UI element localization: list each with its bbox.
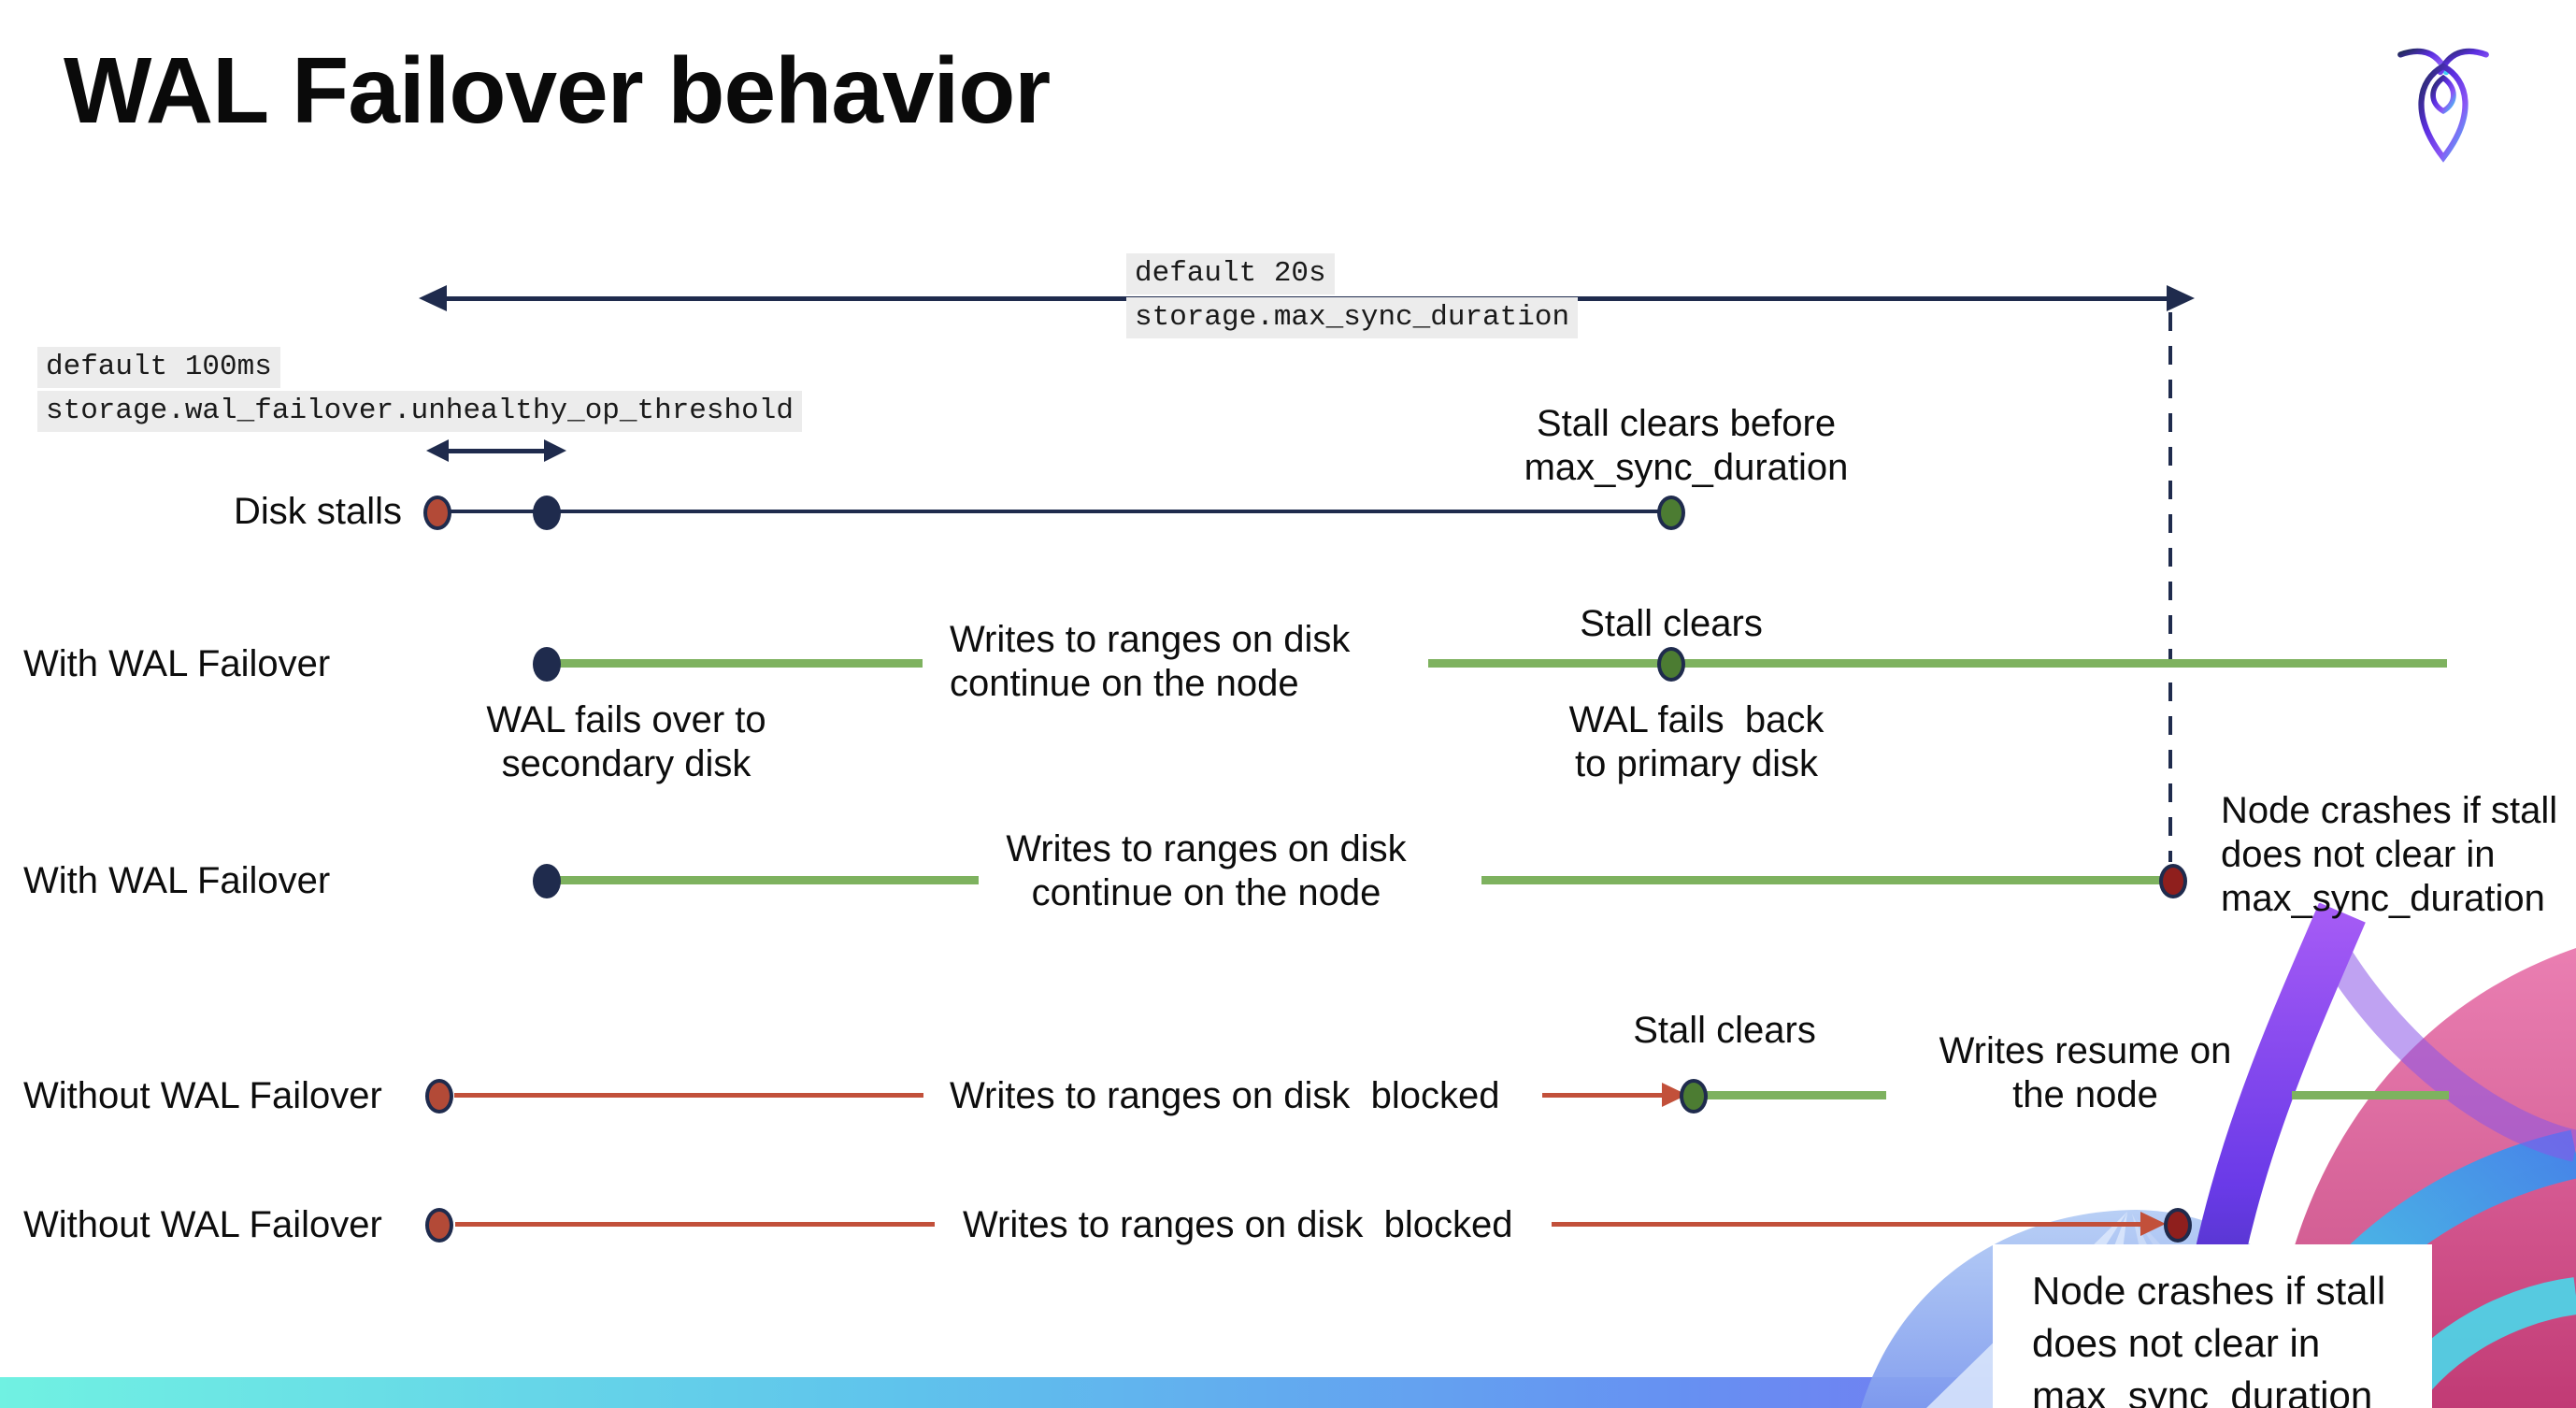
max-sync-duration-label: default 20s storage.max_sync_duration xyxy=(1126,253,1579,341)
writes-resume-note: Writes resume on the node xyxy=(1939,1030,2232,1115)
row-label: With WAL Failover xyxy=(23,860,331,901)
writes-blocked-line xyxy=(455,1222,935,1227)
setting-default-value: default 100ms xyxy=(37,347,280,388)
writes-resumed-line xyxy=(2292,1091,2449,1099)
arrowhead-left-icon xyxy=(419,285,447,311)
failover-threshold-dot xyxy=(533,496,561,530)
row-label: Without WAL Failover xyxy=(23,1204,382,1245)
setting-name: storage.wal_failover.unhealthy_op_thresh… xyxy=(37,391,802,432)
cockroachdb-logo-icon xyxy=(2397,48,2489,163)
writes-active-line xyxy=(558,659,923,668)
writes-active-line xyxy=(1481,876,2161,884)
stall-clear-arrow-line xyxy=(1542,1093,1664,1098)
writes-active-line xyxy=(1428,659,1662,668)
page-title: WAL Failover behavior xyxy=(64,38,1051,143)
row-label: Disk stalls xyxy=(233,491,402,532)
writes-resumed-line xyxy=(1707,1091,1886,1099)
stall-clear-dot xyxy=(1657,647,1685,682)
stall-start-dot xyxy=(425,1079,453,1113)
unhealthy-op-threshold-label: default 100ms storage.wal_failover.unhea… xyxy=(37,347,802,435)
stall-start-dot xyxy=(423,496,451,530)
stall-start-dot xyxy=(425,1208,453,1243)
max-sync-deadline-dashed-line xyxy=(2168,312,2172,862)
stall-clears-note: Stall clears xyxy=(1580,603,1763,644)
node-crash-note: Node crashes if stall does not clear in … xyxy=(2032,1269,2386,1408)
threshold-arrow-line xyxy=(447,449,544,453)
writes-continue-note: Writes to ranges on disk continue on the… xyxy=(1006,828,1407,913)
failover-dot xyxy=(533,864,561,898)
stall-clears-note: Stall clears xyxy=(1633,1010,1816,1051)
crash-dot xyxy=(2159,864,2187,898)
writes-active-line xyxy=(1682,659,2447,668)
setting-name: storage.max_sync_duration xyxy=(1126,297,1579,338)
row-label: With WAL Failover xyxy=(23,643,331,684)
writes-blocked-line xyxy=(454,1093,923,1098)
arrowhead-right-icon xyxy=(544,439,566,462)
crash-dot xyxy=(2164,1208,2192,1243)
stall-timeline-line xyxy=(437,510,1671,513)
writes-blocked-note: Writes to ranges on disk blocked xyxy=(950,1075,1500,1116)
arrowhead-left-icon xyxy=(426,439,449,462)
node-crash-note: Node crashes if stall does not clear in … xyxy=(2221,790,2558,919)
node-crash-card: Node crashes if stall does not clear in … xyxy=(1993,1244,2432,1408)
writes-blocked-note: Writes to ranges on disk blocked xyxy=(963,1204,1513,1245)
writes-continue-note: Writes to ranges on disk continue on the… xyxy=(950,619,1351,704)
failback-note: WAL fails back to primary disk xyxy=(1568,699,1825,784)
setting-default-value: default 20s xyxy=(1126,253,1335,295)
failover-dot xyxy=(533,647,561,682)
writes-active-line xyxy=(558,876,979,884)
failover-note: WAL fails over to secondary disk xyxy=(486,699,766,784)
row-label: Without WAL Failover xyxy=(23,1075,382,1116)
stall-clears-before-note: Stall clears before max_sync_duration xyxy=(1524,403,1849,488)
arrowhead-right-icon xyxy=(2167,285,2195,311)
stall-clear-dot xyxy=(1680,1079,1708,1113)
arrowhead-right-icon xyxy=(2140,1212,2166,1236)
crash-arrow-line xyxy=(1552,1222,2142,1227)
stall-clear-dot xyxy=(1657,496,1685,530)
